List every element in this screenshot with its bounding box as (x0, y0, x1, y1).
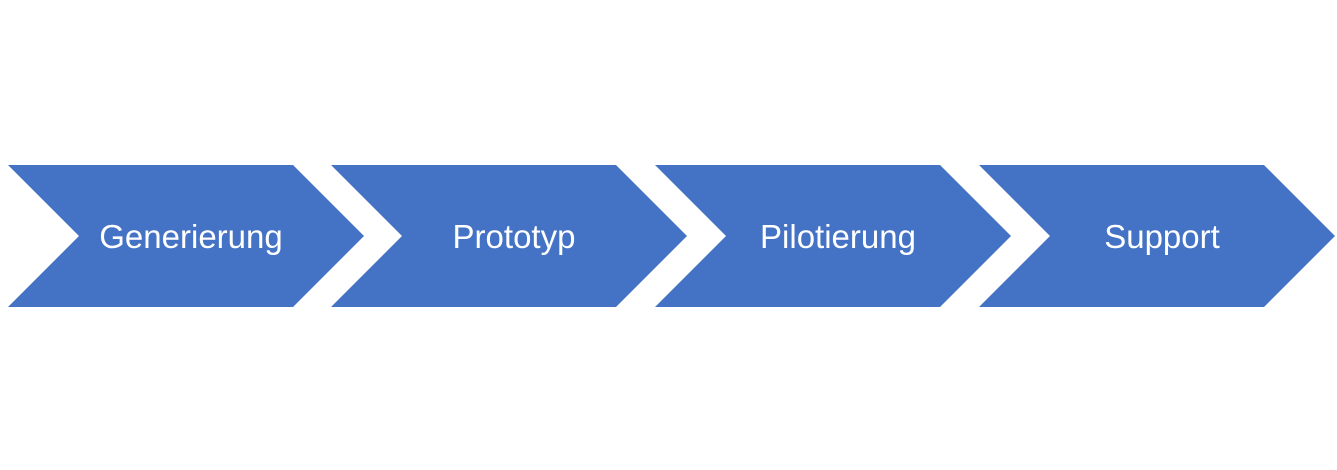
chevron-label: Generierung (99, 217, 283, 255)
chevron-step-generierung: Generierung (8, 165, 364, 307)
chevron-label: Support (1104, 217, 1220, 255)
chevron-shape (655, 165, 1011, 307)
chevron-shape (979, 165, 1335, 307)
chevron-label: Prototyp (452, 217, 576, 255)
chevron-label: Pilotierung (760, 217, 916, 255)
chevron-step-support: Support (979, 165, 1335, 307)
chevron-shape (331, 165, 687, 307)
chevron-step-prototyp: Prototyp (331, 165, 687, 307)
chevron-step-pilotierung: Pilotierung (655, 165, 1011, 307)
chevron-shape (8, 165, 364, 307)
